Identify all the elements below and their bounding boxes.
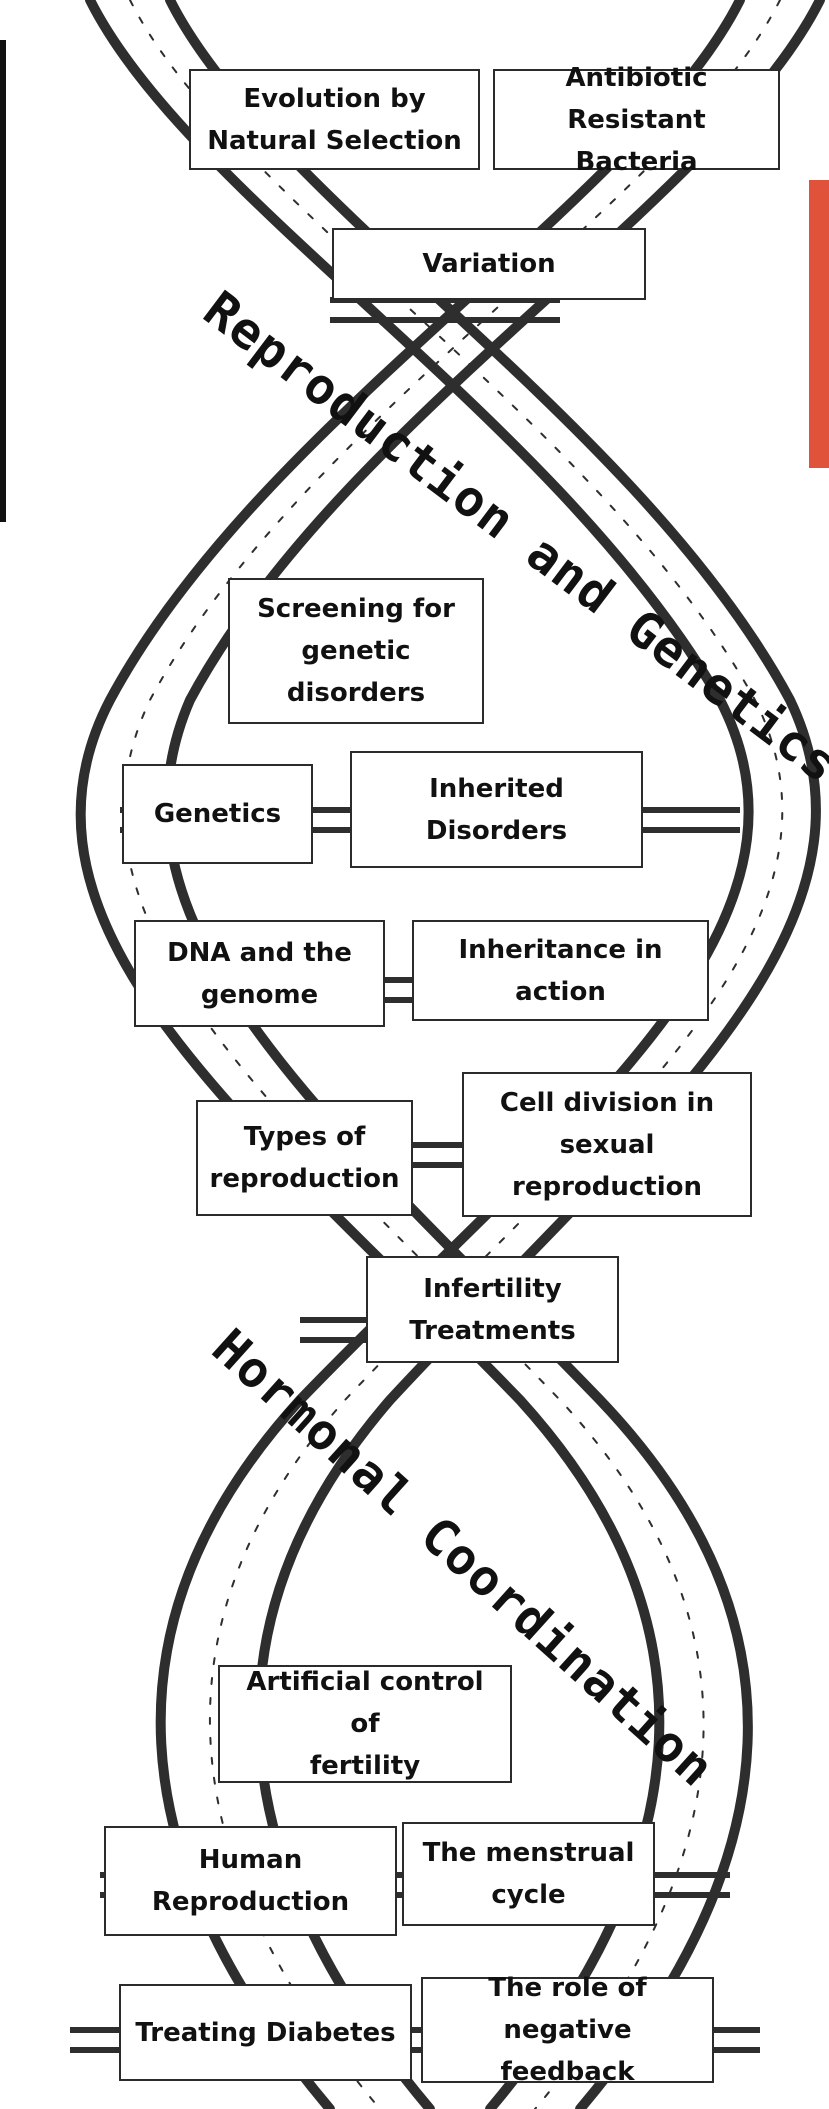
topic-types-of-reproduction[interactable]: Types of reproduction — [196, 1100, 413, 1216]
topic-treating-diabetes[interactable]: Treating Diabetes — [119, 1984, 412, 2081]
topic-inheritance-in-action[interactable]: Inheritance in action — [412, 920, 709, 1021]
topic-genetics[interactable]: Genetics — [122, 764, 313, 864]
right-edge-tab — [809, 180, 829, 468]
topic-antibiotic-resistant-bacteria[interactable]: Antibiotic Resistant Bacteria — [493, 69, 780, 170]
topic-menstrual-cycle[interactable]: The menstrual cycle — [402, 1822, 655, 1926]
topic-human-reproduction[interactable]: Human Reproduction — [104, 1826, 397, 1936]
topic-evolution-natural-selection[interactable]: Evolution by Natural Selection — [189, 69, 480, 170]
topic-inherited-disorders[interactable]: Inherited Disorders — [350, 751, 643, 868]
topic-screening-genetic-disorders[interactable]: Screening for genetic disorders — [228, 578, 484, 724]
topic-cell-division-sexual-reproduction[interactable]: Cell division in sexual reproduction — [462, 1072, 752, 1217]
topic-dna-genome[interactable]: DNA and the genome — [134, 920, 385, 1027]
topic-infertility-treatments[interactable]: Infertility Treatments — [366, 1256, 619, 1363]
topic-variation[interactable]: Variation — [332, 228, 646, 300]
topic-artificial-control-fertility[interactable]: Artificial control of fertility — [218, 1665, 512, 1783]
topic-negative-feedback[interactable]: The role of negative feedback — [421, 1977, 714, 2083]
left-edge-bar — [0, 40, 6, 522]
